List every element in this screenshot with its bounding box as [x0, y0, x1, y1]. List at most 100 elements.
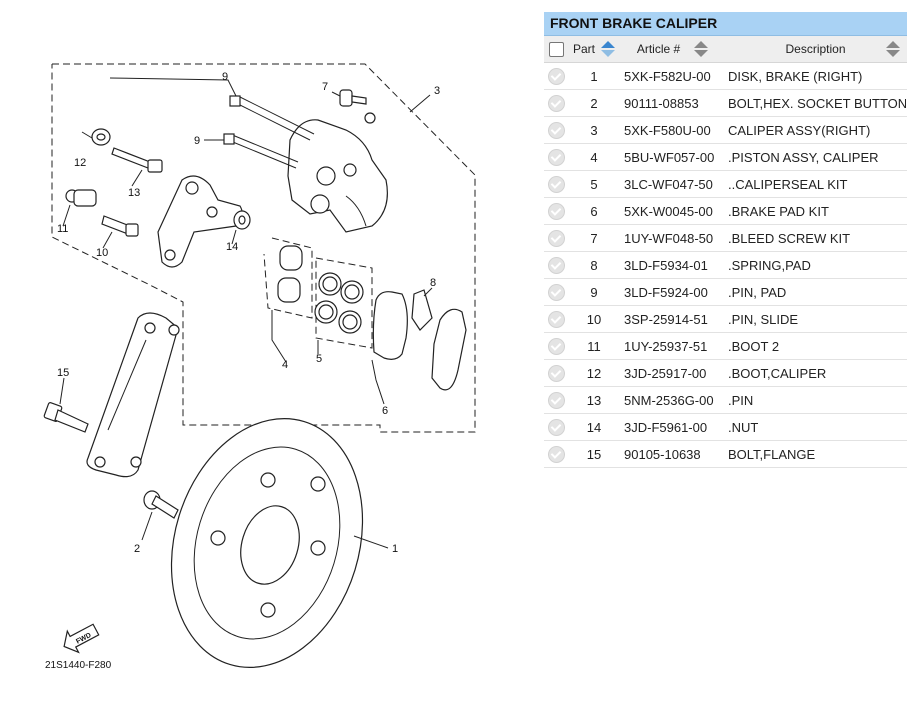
select-all-checkbox[interactable]: [548, 41, 564, 57]
callout-labels: 9 7 3 9 12 13 11 10 14 4 5 8 6 15 2 1: [57, 71, 440, 555]
part-number-cell: 10: [568, 305, 620, 333]
row-check-icon[interactable]: [547, 94, 565, 112]
callout-7: 7: [322, 81, 328, 93]
callout-14: 14: [226, 241, 238, 253]
leader-lines: [59, 77, 433, 549]
part-number-cell: 11: [568, 332, 620, 360]
callout-6: 6: [382, 405, 388, 417]
row-check-icon[interactable]: [547, 310, 565, 328]
brake-pads: [372, 291, 467, 391]
part-number-cell: 14: [568, 413, 620, 441]
article-number-cell: 3LD-F5934-01: [620, 251, 725, 279]
pin-13: [111, 147, 163, 173]
callout-4: 4: [282, 359, 288, 371]
row-check-icon[interactable]: [547, 175, 565, 193]
row-check-cell: [544, 359, 568, 387]
assembly-outline: [51, 63, 476, 433]
table-header-row: Part Article # Description: [544, 36, 907, 63]
pad-spring: [411, 289, 433, 331]
part-number-cell: 9: [568, 278, 620, 306]
column-header-description[interactable]: Description: [725, 36, 906, 63]
article-number-cell: 3JD-F5961-00: [620, 413, 725, 441]
description-cell: .PIN, SLIDE: [725, 305, 906, 333]
description-cell: .PISTON ASSY, CALIPER: [725, 143, 906, 171]
description-cell: DISK, BRAKE (RIGHT): [725, 62, 906, 90]
column-part-label: Part: [572, 42, 595, 56]
row-check-cell: [544, 143, 568, 171]
description-cell: ..CALIPERSEAL KIT: [725, 170, 906, 198]
nut-14: [233, 210, 251, 230]
row-check-icon[interactable]: [547, 445, 565, 463]
bracket-part: [86, 312, 180, 478]
article-number-cell: 90105-10638: [620, 440, 725, 468]
row-check-icon[interactable]: [547, 67, 565, 85]
row-check-icon[interactable]: [547, 229, 565, 247]
description-cell: .PIN: [725, 386, 906, 414]
article-number-cell: 5XK-W0045-00: [620, 197, 725, 225]
callout-9-top: 9: [222, 71, 228, 83]
row-check-icon[interactable]: [547, 391, 565, 409]
row-check-cell: [544, 305, 568, 333]
row-check-icon[interactable]: [547, 418, 565, 436]
article-number-cell: 5XK-F582U-00: [620, 62, 725, 90]
sort-icon[interactable]: [694, 41, 709, 57]
part-number-cell: 5: [568, 170, 620, 198]
description-cell: .SPRING,PAD: [725, 251, 906, 279]
bleed-screw: [339, 89, 376, 124]
description-cell: .BOOT,CALIPER: [725, 359, 906, 387]
column-header-part[interactable]: Part: [568, 36, 620, 63]
row-check-icon[interactable]: [547, 121, 565, 139]
caliper-body: [287, 119, 388, 233]
row-check-icon[interactable]: [547, 202, 565, 220]
pistons: [263, 237, 313, 319]
row-check-icon[interactable]: [547, 337, 565, 355]
description-cell: .NUT: [725, 413, 906, 441]
article-number-cell: 5BU-WF057-00: [620, 143, 725, 171]
callout-10: 10: [96, 247, 108, 259]
brake-disk: [170, 418, 364, 668]
article-number-cell: 1UY-WF048-50: [620, 224, 725, 252]
column-header-article[interactable]: Article #: [620, 36, 725, 63]
seals: [314, 257, 373, 349]
sort-icon[interactable]: [601, 41, 615, 57]
callout-9: 9: [194, 135, 200, 147]
part-number-cell: 6: [568, 197, 620, 225]
article-number-cell: 5XK-F580U-00: [620, 116, 725, 144]
sort-icon[interactable]: [886, 41, 900, 57]
part-number-cell: 4: [568, 143, 620, 171]
flange-bolt: [43, 402, 89, 433]
pad-pins: [223, 95, 315, 169]
row-check-icon[interactable]: [547, 148, 565, 166]
caliper-bracket: [157, 175, 243, 268]
article-number-cell: 5NM-2536G-00: [620, 386, 725, 414]
row-check-cell: [544, 440, 568, 468]
description-cell: .BRAKE PAD KIT: [725, 197, 906, 225]
callout-11: 11: [57, 223, 68, 235]
column-article-label: Article #: [636, 42, 681, 56]
row-check-icon[interactable]: [547, 256, 565, 274]
row-check-cell: [544, 413, 568, 441]
row-check-icon[interactable]: [547, 283, 565, 301]
row-check-cell: [544, 197, 568, 225]
fwd-arrow-icon: FWD: [63, 623, 100, 654]
parts-panel: FRONT BRAKE CALIPER Part Article # Descr…: [544, 12, 907, 468]
callout-3: 3: [434, 85, 440, 97]
row-check-icon[interactable]: [547, 364, 565, 382]
